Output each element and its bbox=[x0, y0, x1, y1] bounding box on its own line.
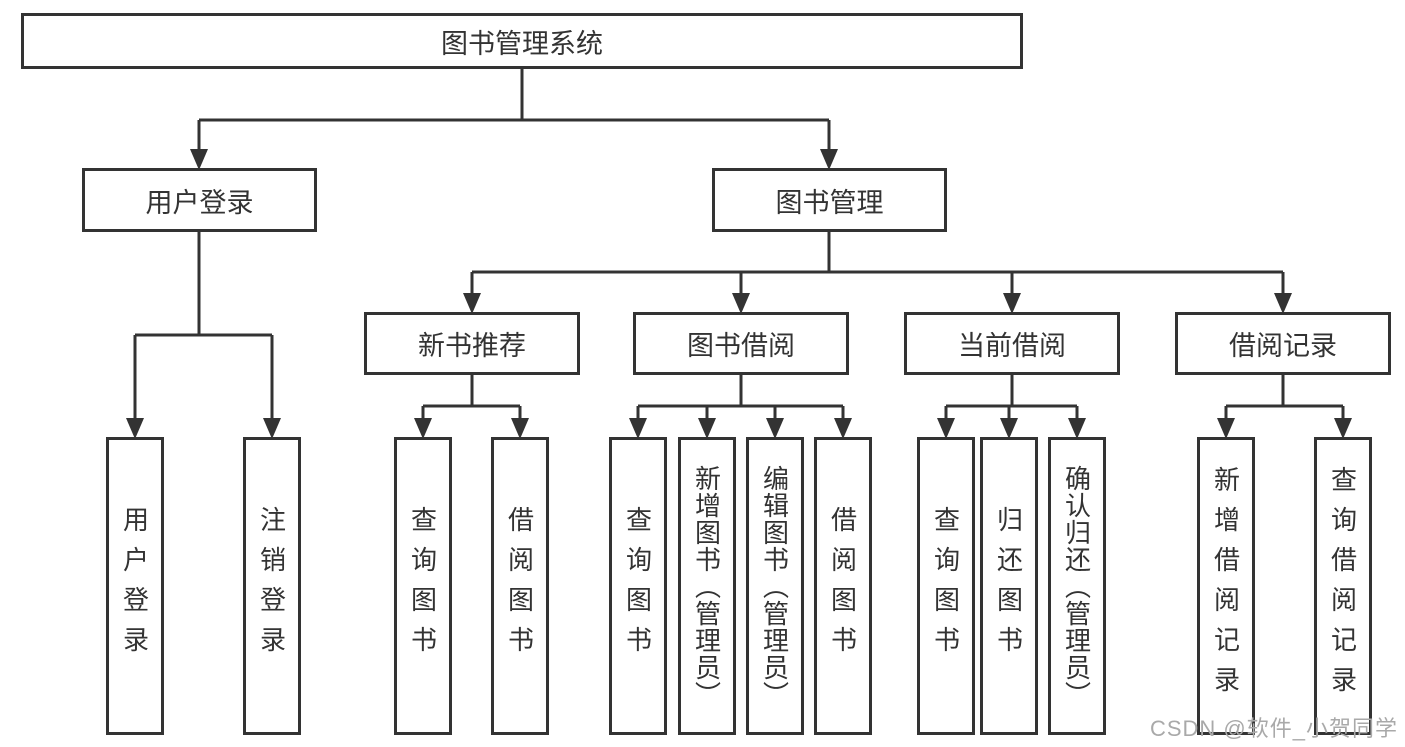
leaf-query-books-borrow: 查询图书 bbox=[609, 437, 667, 735]
node-user-login: 用户登录 bbox=[82, 168, 317, 232]
leaf-edit-books-admin: 编辑图书（管理员） bbox=[746, 437, 804, 735]
node-book-borrowing: 图书借阅 bbox=[633, 312, 849, 375]
leaf-borrow-books: 借阅图书 bbox=[814, 437, 872, 735]
node-new-book-recommendation: 新书推荐 bbox=[364, 312, 580, 375]
node-borrowing-records: 借阅记录 bbox=[1175, 312, 1391, 375]
leaf-return-books: 归还图书 bbox=[980, 437, 1038, 735]
leaf-query-books-recommend: 查询图书 bbox=[394, 437, 452, 735]
leaf-borrow-books-recommend: 借阅图书 bbox=[491, 437, 549, 735]
leaf-query-borrow-record: 查询借阅记录 bbox=[1314, 437, 1372, 735]
leaf-add-books-admin: 新增图书（管理员） bbox=[678, 437, 736, 735]
leaf-query-books-current: 查询图书 bbox=[917, 437, 975, 735]
node-current-borrowing: 当前借阅 bbox=[904, 312, 1120, 375]
watermark: CSDN @软件_小贺同学 bbox=[1149, 716, 1398, 741]
node-book-management: 图书管理 bbox=[712, 168, 947, 232]
leaf-confirm-return-admin: 确认归还（管理员） bbox=[1048, 437, 1106, 735]
leaf-user-login: 用户登录 bbox=[106, 437, 164, 735]
node-root: 图书管理系统 bbox=[21, 13, 1023, 69]
leaf-logout: 注销登录 bbox=[243, 437, 301, 735]
leaf-add-borrow-record: 新增借阅记录 bbox=[1197, 437, 1255, 735]
